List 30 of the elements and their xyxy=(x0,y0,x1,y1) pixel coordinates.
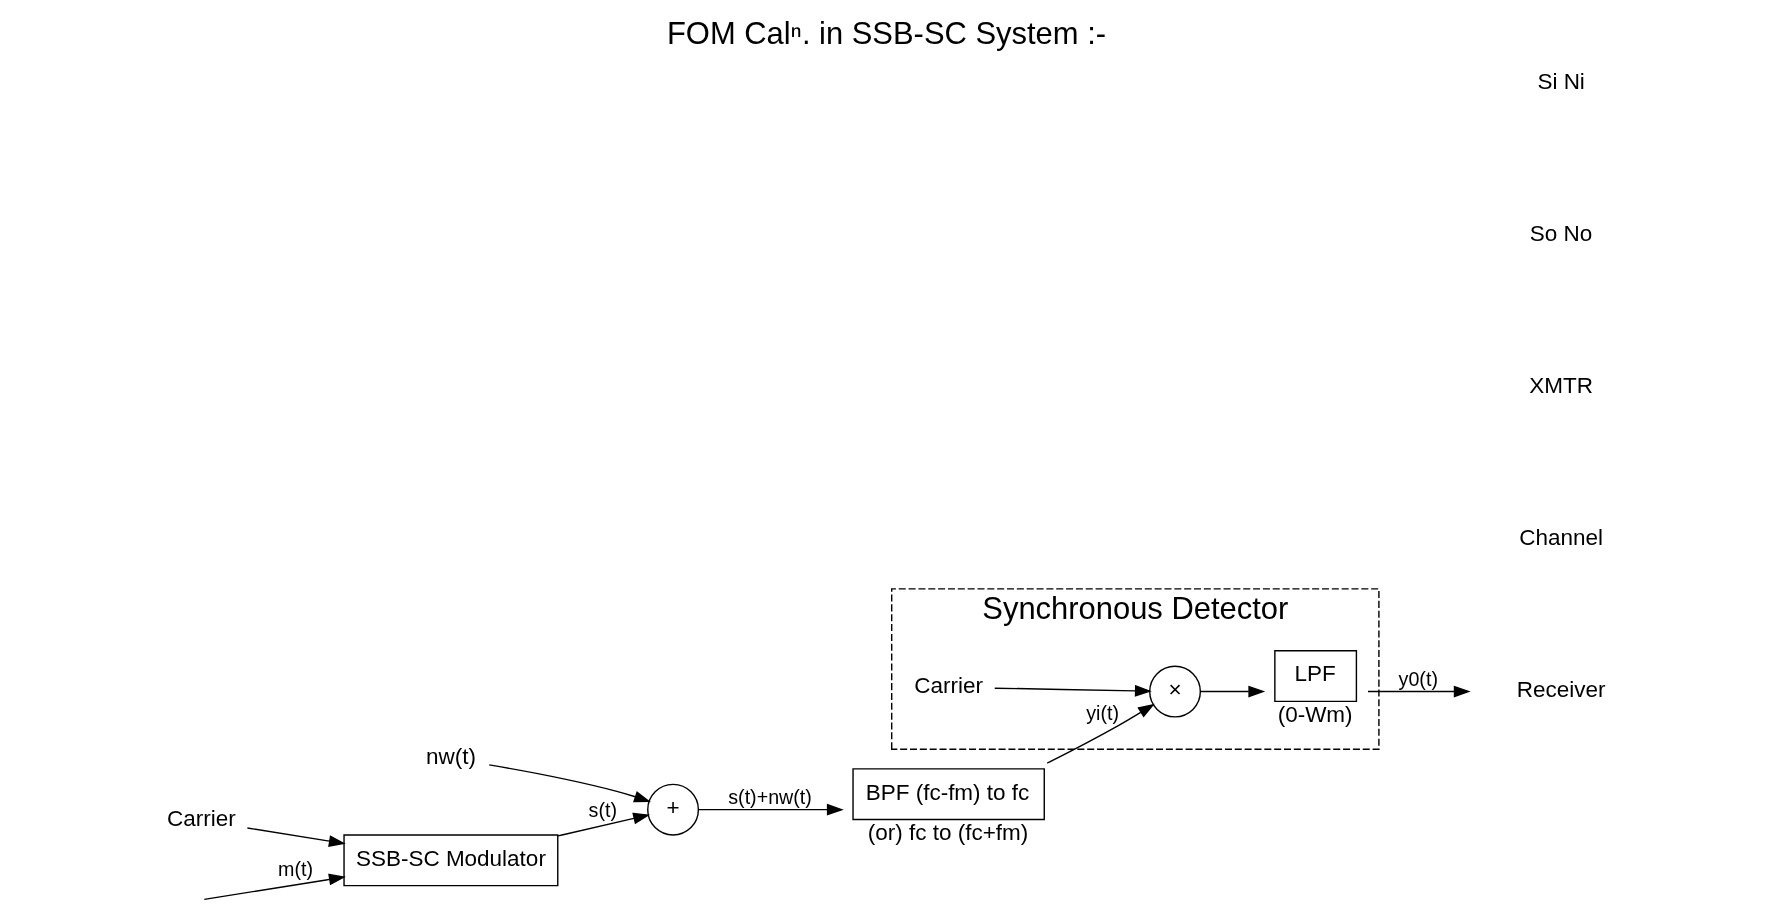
arrow xyxy=(1199,685,1265,698)
node-box: SSB-SC Modulator xyxy=(342,834,558,887)
arrow xyxy=(246,827,346,847)
label: Si Ni xyxy=(1536,69,1585,95)
node-circle: + xyxy=(646,783,699,836)
label: XMTR xyxy=(1528,373,1593,399)
edge-label: m(t) xyxy=(277,858,313,881)
arrow xyxy=(1046,703,1155,764)
node-text: Carrier xyxy=(166,806,236,832)
arrow xyxy=(556,812,650,837)
edge-label: s(t)+nw(t) xyxy=(727,786,812,809)
edge-label: s(t) xyxy=(588,798,617,821)
arrow xyxy=(1366,685,1471,698)
arrow xyxy=(697,803,844,816)
node-text: Carrier xyxy=(913,672,983,698)
node-label: (or) fc to (fc+fm) xyxy=(867,820,1028,846)
edge-label: y0(t) xyxy=(1398,668,1438,691)
label: So No xyxy=(1529,221,1592,247)
arrow xyxy=(488,764,651,803)
arrow xyxy=(203,873,346,901)
node-box: LPF xyxy=(1273,650,1357,703)
label: Receiver xyxy=(1516,676,1605,702)
label: Channel xyxy=(1518,525,1603,551)
node-text: nw(t) xyxy=(425,744,476,770)
node-circle: × xyxy=(1148,665,1201,718)
node-box: BPF (fc-fm) to fc xyxy=(851,768,1045,821)
arrow xyxy=(993,684,1152,697)
edge-label: yi(t) xyxy=(1085,701,1119,724)
diagram-title: FOM Calⁿ. in SSB-SC System :- xyxy=(666,16,1106,52)
node-label: (0-Wm) xyxy=(1277,702,1353,728)
